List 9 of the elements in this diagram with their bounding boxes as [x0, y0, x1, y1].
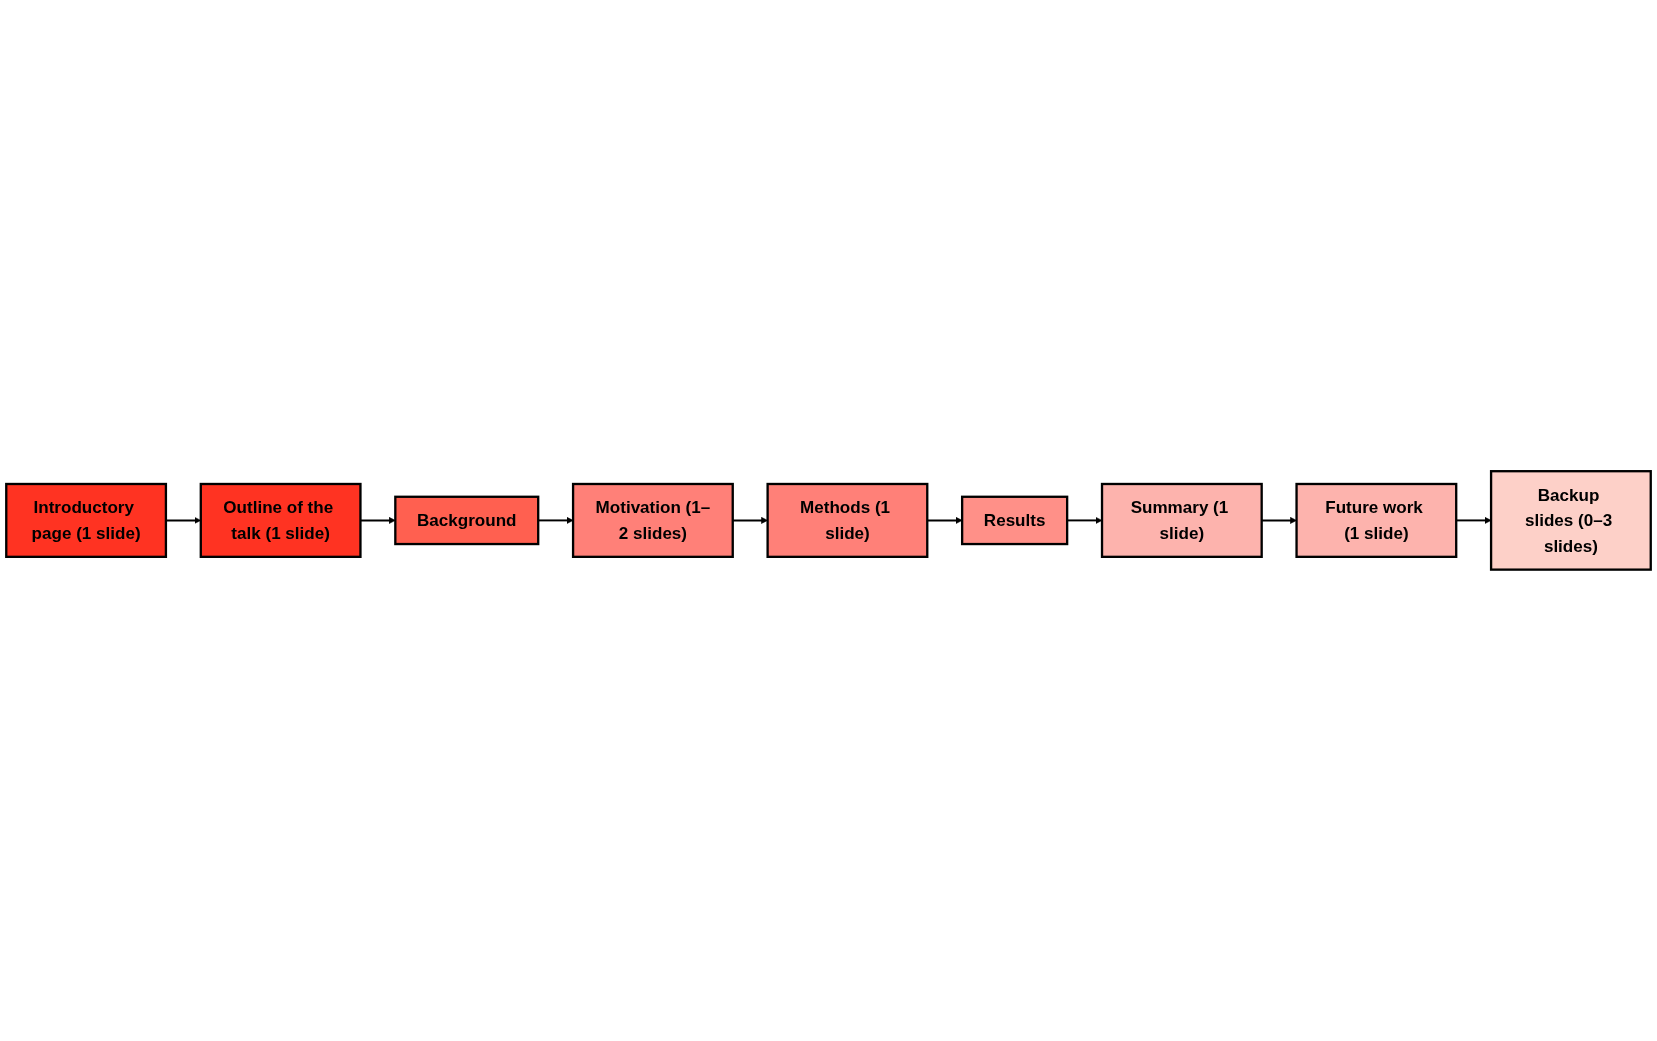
node-box: Methods (1 slide)	[766, 482, 929, 559]
node-box: Background	[394, 495, 540, 546]
node-box: Introductory page (1 slide)	[5, 482, 168, 559]
node-box: Summary (1 slide)	[1100, 482, 1263, 559]
node-box: Backup slides (0–3 slides)	[1489, 470, 1652, 571]
node-box: Results	[960, 495, 1069, 546]
node-box: Motivation (1–2 slides)	[571, 482, 734, 559]
node-box: Outline of the talk (1 slide)	[199, 482, 362, 559]
node-box: Future work (1 slide)	[1295, 482, 1458, 559]
